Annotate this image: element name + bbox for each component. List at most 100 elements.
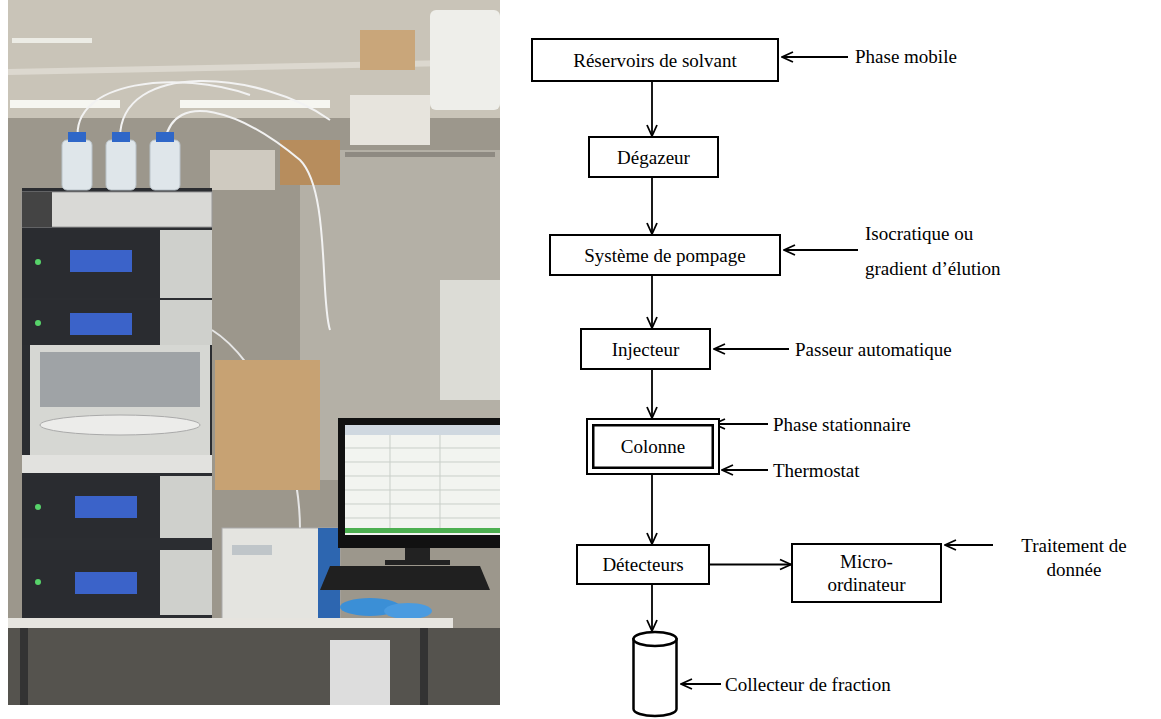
flow-arrow: [651, 585, 653, 631]
grid-line: [440, 435, 441, 528]
flow-arrow: [651, 82, 653, 136]
leader-arrow: [945, 544, 993, 546]
box-label: Micro- ordinateur: [817, 550, 917, 596]
white-box: [350, 95, 430, 145]
box-label: Dégazeur: [617, 146, 690, 169]
cylinder-top: [634, 632, 677, 646]
process-box: Réservoirs de solvant: [531, 38, 779, 82]
grid-line: [345, 476, 500, 477]
module-side: [160, 230, 212, 298]
monitor-screen: [345, 425, 500, 535]
module-strip: [22, 192, 52, 227]
leader-arrow: [714, 423, 768, 425]
solvent-bottle: [62, 140, 92, 190]
process-box: Micro- ordinateur: [791, 543, 942, 603]
module: [22, 192, 212, 227]
autosampler-door: [40, 352, 200, 407]
ceiling-light: [12, 38, 92, 43]
solvent-tube: [120, 81, 330, 138]
solvent-tube: [78, 82, 250, 140]
table-leg: [20, 628, 28, 705]
box-label: Injecteur: [612, 338, 680, 361]
annotation-label: Traitement de donnée: [993, 534, 1155, 582]
screen-bar: [345, 528, 500, 533]
annotation-label: Passeur automatique: [795, 338, 952, 361]
flow-arrow: [651, 475, 653, 544]
module: [22, 300, 212, 345]
table-top: [8, 618, 453, 628]
flow-arrow: [651, 178, 653, 234]
leader-arrow: [722, 469, 768, 471]
status-led: [35, 259, 41, 265]
sample-tray: [40, 415, 200, 435]
table-leg: [420, 628, 428, 705]
bottle-cap: [112, 132, 130, 142]
cylinder-body: [634, 638, 677, 716]
status-led: [35, 504, 41, 510]
glove: [384, 603, 432, 619]
cylinder-outline: [632, 631, 678, 717]
leader-arrow: [681, 683, 721, 685]
monitor-stand: [405, 548, 430, 562]
process-box: Injecteur: [580, 328, 711, 370]
leader-arrow: [714, 348, 789, 350]
box-label: Réservoirs de solvant: [573, 49, 737, 72]
wall-panel: [440, 280, 500, 400]
cardboard-box: [360, 30, 415, 70]
wall: [8, 0, 500, 705]
grid-line: [345, 462, 500, 463]
hplc-stack: [22, 188, 212, 620]
lab-photo: [8, 0, 500, 705]
floor: [8, 628, 500, 705]
process-box: Détecteurs: [576, 544, 710, 585]
generator-display: [232, 545, 272, 555]
computer-tower: [330, 640, 390, 705]
bottle-cap: [68, 132, 86, 142]
flow-arrow: [710, 564, 791, 566]
annotation-label: Isocratique ou gradient d’élution: [865, 216, 1037, 286]
box-label: Système de pompage: [584, 244, 745, 267]
autosampler: [30, 345, 210, 455]
annotation-label: Phase mobile: [855, 45, 957, 68]
status-led: [35, 579, 41, 585]
solvent-bottle: [150, 140, 180, 190]
lcd-screen: [75, 572, 137, 594]
bottle-cap: [156, 132, 174, 142]
flow-arrow: [651, 276, 653, 328]
grid-line: [345, 448, 500, 449]
module: [22, 230, 212, 298]
solvent-bottle: [106, 140, 136, 190]
grid-line: [345, 504, 500, 505]
module-side: [160, 476, 212, 538]
status-led: [35, 320, 41, 326]
grid-line: [345, 518, 500, 519]
cabinet-edge: [345, 152, 495, 157]
flow-arrow: [651, 370, 653, 418]
ceiling-pipe: [8, 62, 500, 72]
annotation-label: Thermostat: [773, 459, 860, 482]
module: [22, 476, 212, 538]
process-box: Dégazeur: [588, 136, 719, 178]
foam-box: [210, 150, 275, 190]
lcd-screen: [70, 250, 132, 272]
cardboard: [215, 360, 320, 490]
box-label: Détecteurs: [602, 553, 683, 576]
grid-line: [390, 435, 391, 528]
monitor: [338, 418, 500, 548]
screen-header: [345, 425, 500, 435]
process-box: Système de pompage: [549, 234, 781, 276]
lcd-screen: [70, 313, 132, 335]
box-label: Colonne: [621, 435, 685, 458]
annotation-label: Phase stationnaire: [773, 413, 911, 436]
grid-line: [345, 490, 500, 491]
collector-cylinder: Collecteur de fraction: [632, 631, 678, 717]
monitor-base: [385, 560, 450, 565]
leader-arrow: [782, 56, 848, 58]
keyboard: [320, 566, 490, 590]
module-side: [160, 550, 212, 615]
module-side: [160, 300, 212, 345]
ceiling-light: [10, 100, 120, 108]
